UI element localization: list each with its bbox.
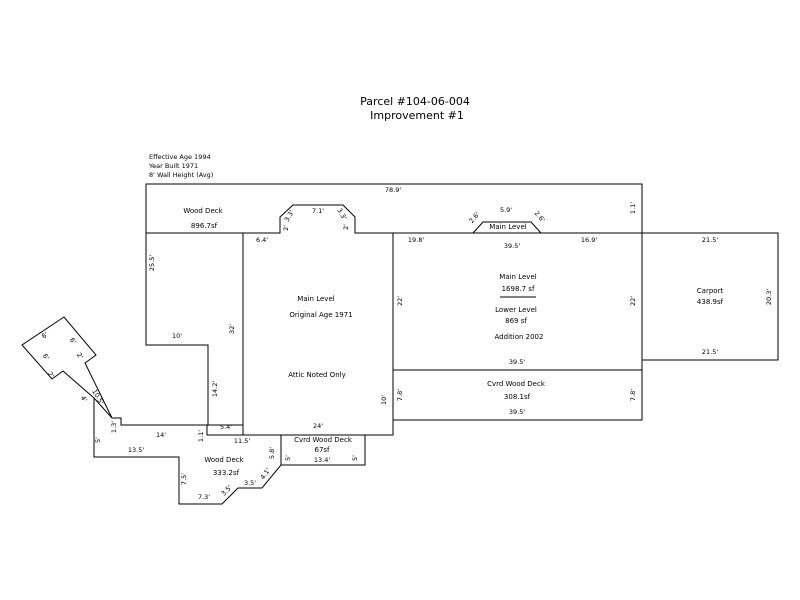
wood-deck-upper-outline [145, 183, 643, 234]
wood-deck-upper-name: Wood Deck [183, 207, 223, 215]
lower-level-area: 869 sf [505, 317, 527, 325]
dim-twenty-one-five-a: 21.5' [702, 236, 718, 244]
improvement-title: Improvement #1 [370, 109, 464, 122]
dim-two-left: 2' [282, 225, 290, 231]
dim-thirty-nine-five-a: 39.5' [504, 242, 520, 250]
dim-thirteen-five: 13.5' [128, 446, 144, 454]
main-level-addition-name: Main Level [499, 273, 536, 281]
dim-ten-b: 10' [380, 395, 388, 405]
parcel-title: Parcel #104-06-004 [360, 95, 470, 108]
main-level-bump-name: Main Level [489, 223, 526, 231]
dim-thirty-nine-five-c: 39.5' [509, 408, 525, 416]
dim-one-one: 1.1' [197, 430, 205, 442]
dim-right-short: 1.1' [629, 202, 637, 214]
main-level-addition-area: 1698.7 sf [502, 285, 535, 293]
dim-eleven-five: 11.5' [234, 437, 250, 445]
dim-top-width: 78.9' [385, 186, 401, 194]
lower-level-name: Lower Level [495, 306, 537, 314]
dim-seven-eight-a: 7.8' [396, 389, 404, 401]
dim-two-six-left: 2.6' [468, 210, 482, 225]
cvrd-deck-right-name: Cvrd Wood Deck [487, 380, 546, 388]
main-level-bump-outline [472, 221, 542, 234]
dim-fourteen-two: 14.2' [211, 381, 219, 397]
dim-two-six-right: 2.6' [533, 209, 547, 224]
dim-twenty-point-three: 20.3' [765, 289, 773, 305]
dim-twenty-two-a: 22' [396, 296, 404, 306]
dim-five-four: 5.4' [220, 423, 232, 431]
dim-five-nine: 5.9' [500, 206, 512, 214]
dim-ten: 10' [172, 332, 182, 340]
dim-thirty-two: 32' [228, 324, 236, 334]
dim-chamfer-left: 3.3' [283, 209, 296, 224]
wood-deck-lower-name: Wood Deck [204, 456, 244, 464]
wood-deck-lower-area: 333.2sf [213, 469, 240, 477]
dim-seven-three: 7.3' [198, 493, 210, 501]
dim-four: 4' [79, 394, 89, 403]
wood-deck-upper-area: 896.7sf [191, 222, 218, 230]
effective-age-note: Effective Age 1994 [149, 153, 211, 161]
dim-two-b: 2' [75, 351, 85, 360]
dim-five-a: 5' [94, 437, 102, 443]
dim-thirteen-four: 13.4' [314, 456, 330, 464]
dim-six-four: 6.4' [256, 236, 268, 244]
dim-six-b: 6' [40, 330, 50, 340]
main-level-original-outline [242, 204, 394, 436]
dim-nineteen-eight: 19.8' [408, 236, 424, 244]
addition-year: Addition 2002 [495, 333, 544, 341]
main-level-original-attic: Attic Noted Only [288, 371, 345, 379]
dim-three-five-b: 3.5' [219, 483, 233, 497]
dim-twenty-two-b: 22' [629, 296, 637, 306]
cvrd-deck-right-area: 308.1sf [504, 393, 531, 401]
main-level-original-name: Main Level [297, 295, 334, 303]
dim-seven-one: 7.1' [312, 207, 324, 215]
dim-left-height: 25.5' [148, 255, 156, 271]
dim-six-c: 6' [68, 336, 78, 345]
dim-two: 2' [46, 370, 56, 379]
dim-two-right: 2' [342, 224, 350, 230]
dim-thirty-nine-five-b: 39.5' [509, 358, 525, 366]
dim-fourteen: 14' [156, 431, 166, 439]
main-level-addition-outline [392, 232, 643, 371]
dim-six-a: 6' [41, 352, 51, 361]
dim-five-c: 5' [351, 455, 359, 461]
dim-twenty-four: 24' [313, 422, 323, 430]
wood-deck-upper-left-outline [145, 233, 243, 426]
dim-three-five-a: 3.5' [244, 479, 256, 487]
dim-seven-eight-b: 7.8' [629, 389, 637, 401]
dim-five-b: 5' [284, 455, 292, 461]
year-built-note: Year Built 1971 [148, 162, 198, 170]
carport-name: Carport [697, 287, 724, 295]
carport-area: 438.9sf [697, 298, 724, 306]
wall-height-note: 8' Wall Height (Avg) [149, 171, 213, 179]
dim-twenty-one-five-b: 21.5' [702, 348, 718, 356]
dim-five-eight: 5.8' [268, 447, 276, 459]
dim-one-three: 1.3' [110, 421, 118, 433]
cvrd-deck-small-name: Cvrd Wood Deck [294, 436, 353, 444]
dim-seven-five: 7.5' [180, 473, 188, 485]
angled-deck-outline [21, 316, 113, 419]
dim-sixteen-nine: 16.9' [581, 236, 597, 244]
wood-deck-lower-outline [93, 396, 282, 505]
cvrd-deck-small-area: 67sf [314, 446, 330, 454]
cvrd-deck-right-outline [392, 369, 643, 421]
main-level-original-note: Original Age 1971 [289, 311, 352, 319]
dim-four-one: 4.1' [259, 466, 273, 481]
carport-outline [641, 232, 779, 361]
